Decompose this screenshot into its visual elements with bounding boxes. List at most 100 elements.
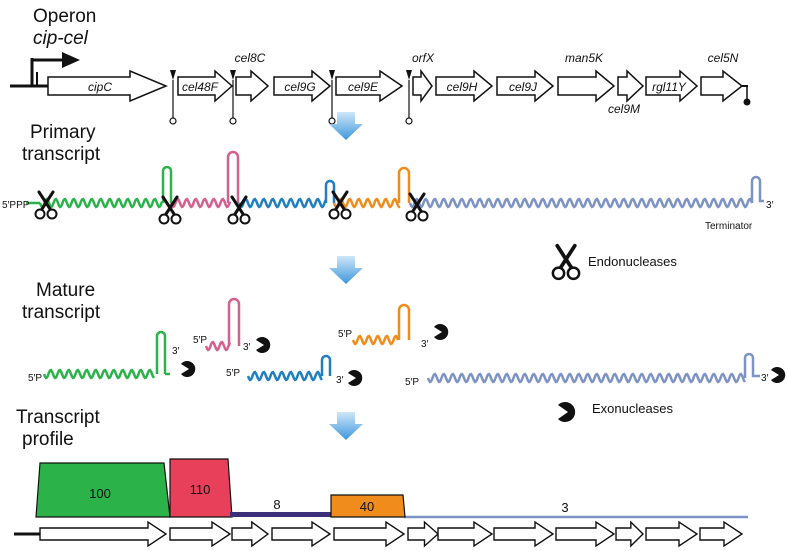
mature-blue-hairpin [320,354,332,376]
mature-orange-5p: 5′P [338,329,352,340]
rna-terminator-hairpin [750,175,764,203]
profile-gene-arrows [39,520,744,548]
profile-value-green: 100 [89,486,111,501]
exonuclease-icon [434,324,449,340]
mature-orange-3p: 3′ [421,339,429,350]
primary-five-prime-label: 5′PPP [2,200,30,211]
scissors-icon [158,195,182,225]
gene-arrow-cel5N [700,69,744,103]
profile-gene-arrow [437,520,494,548]
mature-orange-hairpin [397,303,411,340]
profile-bar-purple [230,512,331,517]
mature-transcripts [42,297,760,384]
mature-slate [426,372,747,384]
mature-pink-5p: 5′P [193,335,207,346]
mature-green [42,368,156,380]
gene-label-cel9E: cel9E [348,80,379,94]
profile-gene-arrow [645,520,699,548]
promoter-icon [30,52,80,86]
transcript-profile: 100 110 8 40 3 [14,458,748,548]
gene-label-cel9G: cel9G [284,80,315,94]
profile-gene-arrow [169,520,232,548]
mature-green-hairpin [155,330,167,374]
down-arrow-3 [329,412,363,440]
title-operon: Operon [33,6,96,27]
scissors-icon [227,195,251,225]
mature-blue-5p: 5′P [226,368,240,379]
gene-arrow-cel9G [273,69,332,103]
legend-endonucleases: Endonucleases [588,254,677,269]
gene-arrow-man5K [557,69,616,103]
mature-pink-hairpin [227,297,241,346]
rna-segment-green [38,197,164,209]
rna-hairpin-pink [226,150,240,203]
gene-arrow-rgl11Y [645,69,699,103]
mature-pink [204,340,232,352]
gene-arrow-cel8C [235,69,270,103]
terminator-icon [743,98,751,106]
gene-label-cel9H: cel9H [447,80,478,94]
profile-value-orange: 40 [360,499,374,514]
gene-label-cipC: cipC [88,80,112,94]
exonuclease-icon [771,367,786,383]
mature-green-3p: 3′ [172,346,180,357]
profile-gene-arrow [555,520,616,548]
gene-label-cel5N: cel5N [708,51,739,65]
cleavage-marker-2 [229,70,237,125]
profile-bar-orange [330,494,406,518]
scissors-icon [551,243,581,281]
title-primary: Primary [30,122,96,143]
legend-exonucleases: Exonucleases [592,401,673,416]
cleavage-marker-4 [405,70,413,125]
mature-slate-3p: 3′ [761,373,769,384]
mature-green-5p: 5′P [28,373,42,384]
profile-value-blue: 3 [561,500,568,515]
mature-orange [351,334,400,346]
profile-gene-arrow [271,520,332,548]
down-arrow-2 [329,256,363,284]
gene-arrow-cipC [47,69,168,103]
title-profile: profile [22,429,74,450]
scissors-icon [405,192,429,222]
endonuclease-legend-icon [551,243,581,281]
gene-arrow-cel9J [496,69,555,103]
gene-label-cel9M: cel9M [608,102,640,116]
title-mature-transcript: transcript [22,302,101,323]
exonuclease-icon [181,361,196,377]
profile-gene-arrow [493,520,555,548]
profile-gene-arrow [699,520,744,548]
rna-segment-slate [408,197,754,209]
rna-segment-blue [237,197,328,209]
gene-arrow-cel9E [335,69,404,103]
mature-blue [246,370,324,382]
cleavage-marker-1 [169,70,177,125]
title-cip-cel: cip-cel [33,28,89,49]
gene-label-cel8C: cel8C [235,51,266,65]
down-arrow-1 [329,112,363,140]
gene-label-rgl11Y: rgl11Y [652,80,687,94]
profile-gene-arrow [407,520,440,548]
cleavage-marker-3 [328,70,336,125]
profile-gene-arrow [615,520,644,548]
primary-transcript [26,150,764,225]
gene-arrow-cel9M [617,69,645,103]
title-mature: Mature [36,280,95,301]
gene-label-cel48F: cel48F [182,80,219,94]
gene-label-orfX: orfX [412,51,435,65]
gene-label-cel9J: cel9J [509,80,538,94]
rna-hairpin-orange [397,166,411,203]
rna-hairpin-blue [324,179,336,203]
exonuclease-icon [348,370,363,386]
title-transcript: Transcript [16,407,100,428]
primary-three-prime-label: 3′ [766,200,774,211]
mature-pink-3p: 3′ [243,342,251,353]
mature-slate-hairpin [743,352,760,378]
exonuclease-icon [256,337,271,353]
terminator-label: Terminator [705,221,753,232]
mature-slate-5p: 5′P [405,377,419,388]
rna-segment-pink [169,197,232,209]
profile-value-purple: 8 [273,497,280,512]
exonuclease-legend-icon [558,401,576,423]
operon-row: cipC cel48F cel8C cel9G cel9E orfX cel9H… [10,51,751,125]
